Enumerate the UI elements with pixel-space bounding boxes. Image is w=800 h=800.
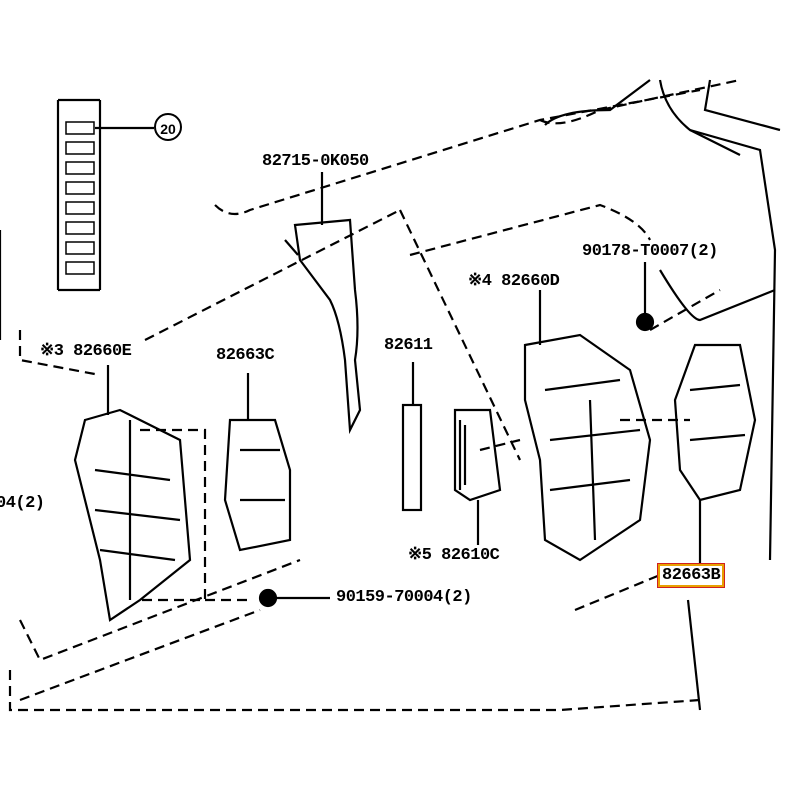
cover-c — [223, 373, 292, 552]
label-82715[interactable]: 82715-0K050 — [262, 152, 369, 171]
body-lines — [0, 79, 781, 561]
label-82663c[interactable]: 82663C — [216, 346, 275, 365]
body-outline — [8, 78, 741, 712]
label-82610c[interactable]: ※5 82610C — [408, 546, 500, 565]
label-82611[interactable]: 82611 — [384, 336, 433, 355]
connector-strip — [56, 98, 154, 292]
label-82660e[interactable]: ※3 82660E — [40, 342, 132, 361]
callout-20: 20 — [154, 113, 182, 141]
label-82660d[interactable]: ※4 82660D — [468, 272, 560, 291]
label-90178[interactable]: 90178-T0007(2) — [582, 242, 718, 261]
relay-block-d — [523, 290, 652, 562]
cover-b — [673, 343, 757, 711]
bolt-bottom — [258, 588, 330, 608]
relay-82610c — [453, 408, 502, 545]
bracket-82715 — [284, 218, 362, 435]
part-82611 — [401, 362, 423, 512]
label-90159[interactable]: 90159-70004(2) — [336, 588, 472, 607]
bolt-right — [635, 262, 655, 332]
label-82663b-highlighted[interactable]: 82663B — [656, 563, 726, 588]
relay-block-e — [73, 365, 192, 622]
label-left-cut: 04(2) — [0, 494, 45, 513]
